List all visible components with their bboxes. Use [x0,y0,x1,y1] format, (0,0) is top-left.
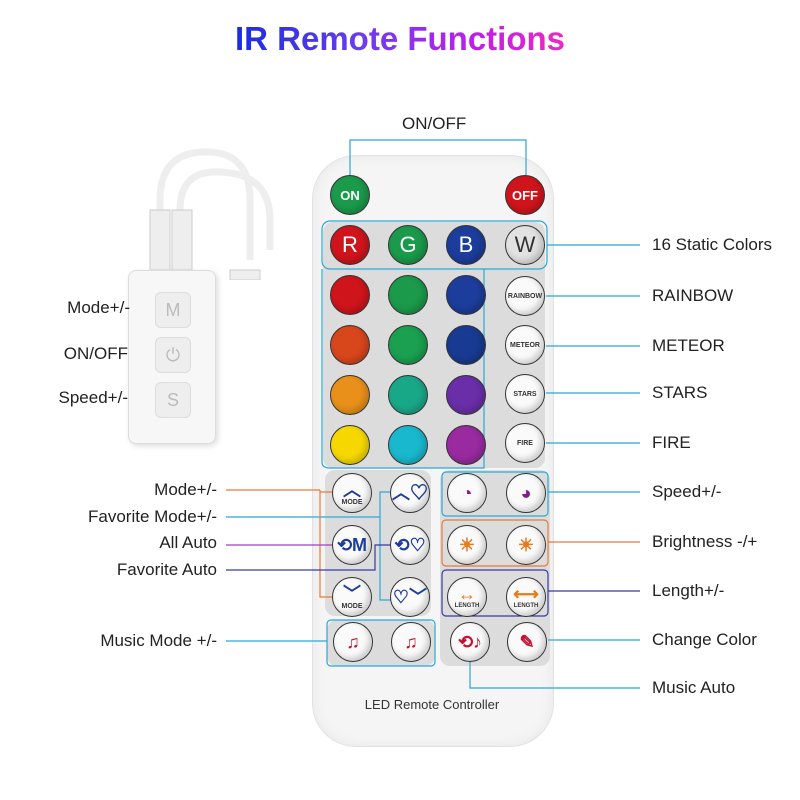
off-button[interactable]: OFF [505,175,545,215]
length-down-button[interactable]: ↔LENGTH [447,577,487,617]
fire-button[interactable]: FIRE [505,423,545,463]
speed-down-button[interactable]: ◔ [447,473,487,513]
color-swatch-button[interactable] [446,375,486,415]
favorite-up-icon: ︿♡ [392,483,428,503]
auto-icon: ⟲M [336,535,368,555]
label-fire: FIRE [652,433,691,452]
brightness-down-icon: ☀ [458,535,476,555]
color-swatch-button[interactable] [446,275,486,315]
favorite-auto-button[interactable]: ⟲♡ [390,525,430,565]
label-mode: Mode+/- [154,480,217,499]
color-swatch-button[interactable] [388,325,428,365]
mode-up-button[interactable]: ︿MODE [332,473,372,513]
page-title: IR Remote Functions [0,20,800,58]
controller-power-button[interactable]: ⏻ [155,337,191,373]
music-mode-down-icon: ♫ [346,632,360,652]
brightness-down-button[interactable]: ☀ [447,525,487,565]
brightness-up-button[interactable]: ☀ [506,525,546,565]
meteor-button[interactable]: METEOR [505,325,545,365]
auto-button[interactable]: ⟲M [332,525,372,565]
change-color-button[interactable]: ✎ [507,622,547,662]
remote-footer: LED Remote Controller [364,697,500,712]
meteor-button-text: METEOR [510,341,540,349]
controller-onoff-label: ON/OFF [63,344,128,363]
length-down-icon: ↔ [458,584,476,604]
length-up-icon: ⟷ [513,584,539,604]
label-favorite-mode: Favorite Mode+/- [88,507,217,526]
controller-mode-label: Mode+/- [67,298,130,317]
fire-button-text: FIRE [517,439,533,447]
color-g-button-text: G [399,232,417,257]
color-swatch-button[interactable] [330,375,370,415]
music-auto-icon: ⟲♪ [457,632,483,652]
speed-down-icon: ◔ [461,483,473,503]
label-all-auto: All Auto [159,533,217,552]
stars-button[interactable]: STARS [505,374,545,414]
color-swatch-button[interactable] [388,375,428,415]
controller-mode-button[interactable]: M [155,292,191,328]
color-swatch-button[interactable] [388,275,428,315]
music-mode-up-button[interactable]: ♫ [391,622,431,662]
label-music-mode: Music Mode +/- [100,631,217,650]
label-static-colors: 16 Static Colors [652,235,772,254]
color-g-button[interactable]: G [388,225,428,265]
favorite-up-button[interactable]: ︿♡ [390,473,430,513]
rainbow-button-text: RAINBOW [507,292,543,300]
length-up-button[interactable]: ⟷LENGTH [506,577,546,617]
color-w-button[interactable]: W [505,225,545,265]
label-favorite-auto: Favorite Auto [116,560,217,579]
on-off-label: ON/OFF [402,114,467,133]
off-button-text: OFF [512,187,538,203]
stars-button-text: STARS [513,390,537,398]
label-length: Length+/- [652,581,725,600]
controller-speed-label: Speed+/- [58,388,128,407]
label-meteor: METEOR [652,336,725,355]
mode-text: MODE [341,498,363,506]
music-mode-down-button[interactable]: ♫ [333,622,373,662]
color-swatch-button[interactable] [330,275,370,315]
color-w-button-text: W [514,232,536,257]
label-rainbow: RAINBOW [652,286,734,305]
mode-text: MODE [341,602,363,610]
music-mode-up-icon: ♫ [404,632,418,652]
color-swatch-button[interactable] [446,425,486,465]
mode-down-icon: ﹀ [343,583,361,604]
color-b-button-text: B [458,232,474,257]
color-r-button-text: R [342,232,358,257]
mode-up-icon: ︿ [343,479,361,500]
favorite-auto-icon: ⟲♡ [394,535,426,555]
label-speed: Speed+/- [652,482,722,501]
speed-up-icon: ◕ [520,483,532,503]
color-swatch-button[interactable] [388,425,428,465]
label-change-color: Change Color [652,630,757,649]
favorite-down-icon: ♡﹀ [392,587,428,607]
music-auto-button[interactable]: ⟲♪ [450,622,490,662]
color-swatch-button[interactable] [330,425,370,465]
label-brightness: Brightness -/+ [652,532,758,551]
color-r-button[interactable]: R [330,225,370,265]
label-stars: STARS [652,383,708,402]
favorite-down-button[interactable]: ♡﹀ [390,577,430,617]
label-music-auto: Music Auto [652,678,736,697]
color-b-button[interactable]: B [446,225,486,265]
brightness-up-icon: ☀ [517,535,535,555]
on-button-text: ON [340,187,360,203]
length-text: LENGTH [513,603,539,609]
speed-up-button[interactable]: ◕ [506,473,546,513]
change-color-icon: ✎ [519,632,535,652]
length-text: LENGTH [454,603,480,609]
on-button[interactable]: ON [330,175,370,215]
color-swatch-button[interactable] [330,325,370,365]
color-swatch-button[interactable] [446,325,486,365]
controller-speed-button[interactable]: S [155,382,191,418]
mode-down-button[interactable]: ﹀MODE [332,577,372,617]
rainbow-button[interactable]: RAINBOW [505,276,545,316]
